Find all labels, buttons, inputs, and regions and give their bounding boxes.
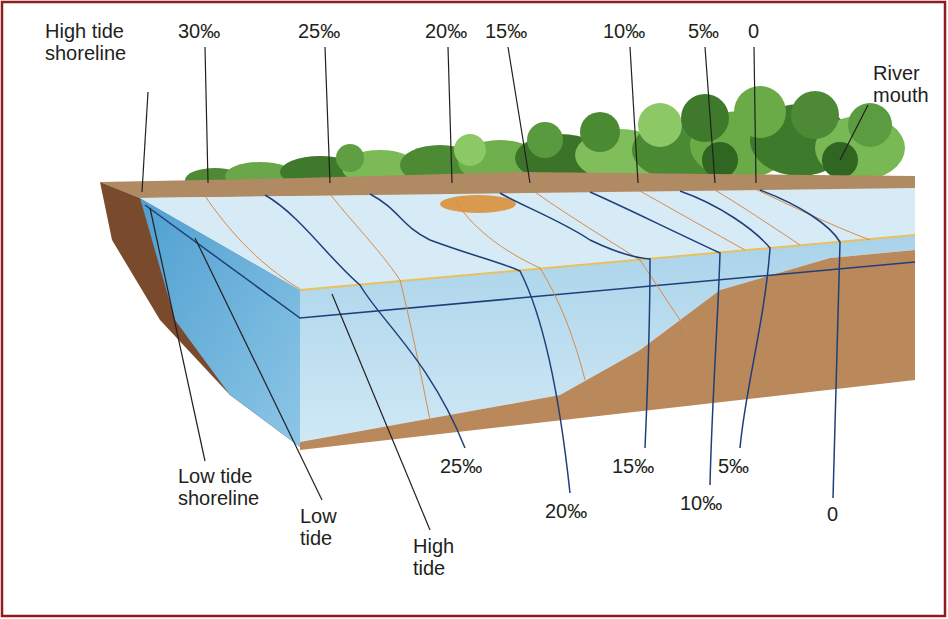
salinity-label: 0 <box>748 20 759 42</box>
low-tide-line <box>145 205 915 318</box>
surface-isohalines-part <box>400 280 430 420</box>
isohaline-lines <box>265 190 840 498</box>
sandbar <box>440 195 516 213</box>
surface-isohalines-part <box>640 191 745 250</box>
isohaline-lines-part <box>760 190 840 498</box>
high-tide-line <box>300 235 915 290</box>
leader-lines-part <box>840 105 868 160</box>
vegetation-part <box>454 134 486 166</box>
leader-lines-part <box>142 92 148 192</box>
leader-lines-part <box>705 47 715 183</box>
surface-isohalines-part <box>535 192 640 260</box>
vegetation-part <box>734 86 786 138</box>
vegetation-part <box>580 112 620 152</box>
salinity-label: 0 <box>827 503 838 525</box>
salinity-label: 15‰ <box>612 455 654 477</box>
leader-lines-part <box>332 294 430 530</box>
tide-label: High tide <box>413 535 454 579</box>
vegetation-part <box>681 94 729 142</box>
salinity-label: 10‰ <box>603 20 645 42</box>
river-mouth-label: River mouth <box>873 62 929 106</box>
isohaline-lines-part <box>370 194 570 493</box>
leader-lines-part <box>150 208 205 461</box>
isohaline-lines-part <box>590 192 720 485</box>
shoreline-label: High tide shoreline <box>45 20 126 64</box>
vegetation-part <box>791 91 839 139</box>
leader-lines-part <box>448 47 452 183</box>
surface-isohalines-part <box>455 200 540 268</box>
salinity-label: 25‰ <box>298 20 340 42</box>
leader-lines-part <box>630 47 638 183</box>
salinity-label: 5‰ <box>688 20 719 42</box>
vegetation-part <box>848 103 892 147</box>
surface-isohalines-part <box>540 268 585 380</box>
salinity-label: 25‰ <box>440 455 482 477</box>
isohaline-lines-part <box>265 195 465 448</box>
salinity-label: 20‰ <box>545 500 587 522</box>
leader-lines-part <box>195 238 322 500</box>
leader-lines-part <box>508 47 530 183</box>
vegetation-part <box>527 122 563 158</box>
isohaline-lines-part <box>680 191 770 448</box>
tide-label: Low tide <box>300 505 337 549</box>
surface-isohalines-part <box>715 190 800 245</box>
vegetation-part <box>702 142 738 178</box>
river-bed <box>300 250 915 450</box>
surface-isohalines-part <box>640 260 690 335</box>
leader-lines-part <box>205 47 208 183</box>
surface-isohalines <box>205 189 870 420</box>
leader-lines <box>142 47 868 530</box>
isohaline-lines-part <box>500 193 650 448</box>
leader-lines-part <box>325 47 330 183</box>
salinity-label: 20‰ <box>425 20 467 42</box>
salinity-label: 5‰ <box>718 455 749 477</box>
vegetation-part <box>336 144 364 172</box>
salinity-label: 30‰ <box>178 20 220 42</box>
shoreline-label: Low tide shoreline <box>178 465 259 509</box>
salinity-label: 15‰ <box>485 20 527 42</box>
salinity-label: 10‰ <box>680 492 722 514</box>
vegetation-part <box>638 103 682 147</box>
surface-isohalines-part <box>755 189 870 240</box>
leader-lines-part <box>754 47 756 183</box>
